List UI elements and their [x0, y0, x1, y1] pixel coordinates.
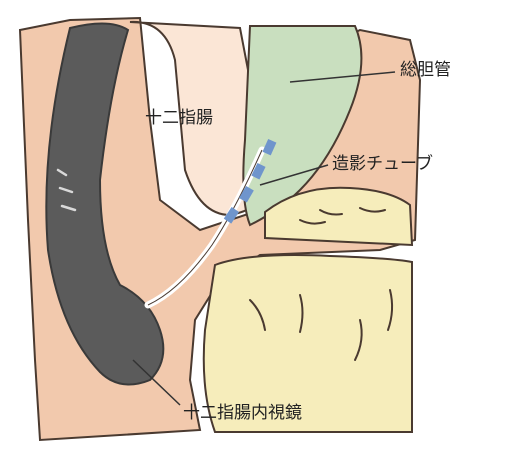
- label-duodenoscope: 十二指腸内視鏡: [183, 403, 302, 423]
- pancreas-texture: [249, 207, 394, 361]
- pancreas-lower: [202, 254, 413, 433]
- duodenoscope-highlight: [56, 168, 77, 212]
- duodenoscope-body: [45, 22, 165, 386]
- label-contrast-tube: 造影チューブ: [332, 154, 433, 174]
- contrast-tube-markers: [223, 138, 277, 224]
- pancreas-upper: [264, 186, 414, 247]
- label-duodenum: 十二指腸: [145, 108, 213, 128]
- label-bile-duct: 総胆管: [400, 60, 451, 80]
- leader-lines: [132, 71, 396, 406]
- contrast-tube-outline: [147, 149, 263, 306]
